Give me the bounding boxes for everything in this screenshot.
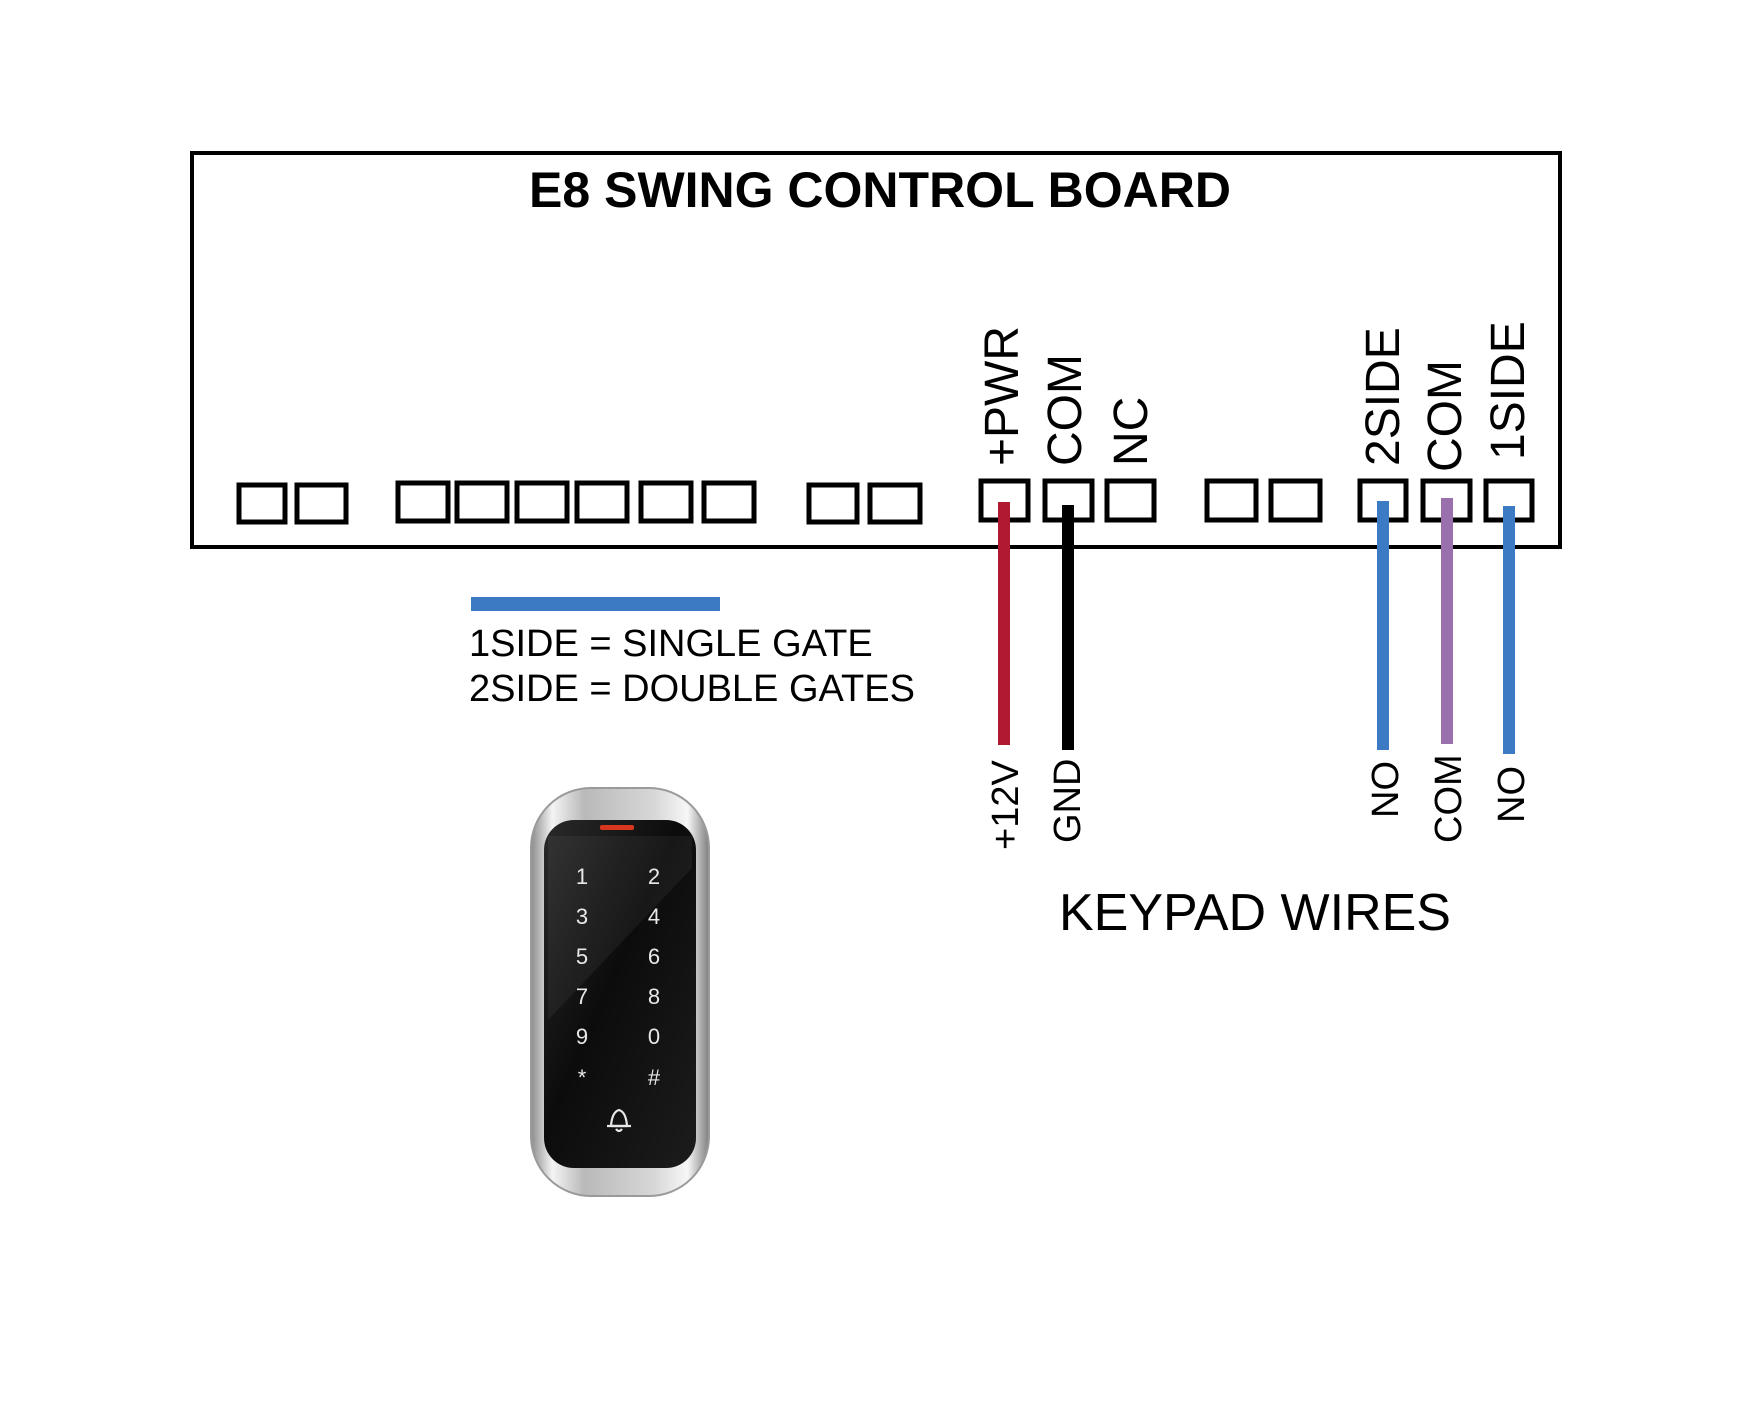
keypad-face: [544, 820, 696, 1168]
key-4: 4: [648, 904, 660, 929]
wire-label-12v: +12V: [985, 760, 1027, 850]
key-1: 1: [576, 864, 588, 889]
key-5: 5: [576, 944, 588, 969]
key-3: 3: [576, 904, 588, 929]
terminal-label-com: COM: [1039, 354, 1092, 466]
terminal: [638, 480, 694, 524]
key-hash: #: [648, 1065, 661, 1090]
terminal-block-1: [236, 482, 349, 525]
wire-label-gnd: GND: [1047, 759, 1089, 843]
terminal: [701, 480, 757, 524]
terminal: [1268, 478, 1323, 523]
keypad-wires: +12V GND NO COM NO: [985, 498, 1533, 850]
bell-icon: [607, 1108, 631, 1133]
wire-label-no-2side: NO: [1365, 761, 1407, 818]
key-star: *: [578, 1065, 587, 1090]
legend-line-2: 2SIDE = DOUBLE GATES: [469, 668, 915, 710]
key-7: 7: [576, 984, 588, 1009]
key-2: 2: [648, 864, 660, 889]
terminal-label-pwr: +PWR: [976, 326, 1029, 466]
legend-line-1: 1SIDE = SINGLE GATE: [469, 623, 873, 665]
key-6: 6: [648, 944, 660, 969]
terminal: [867, 482, 923, 525]
control-board: E8 SWING CONTROL BOARD: [190, 151, 1562, 549]
keypad-face-sheen: [548, 836, 692, 1020]
terminal-nc: [1104, 478, 1157, 523]
keypad-indicator-led: [600, 825, 634, 830]
terminal: [1204, 478, 1259, 523]
key-0: 0: [648, 1024, 660, 1049]
terminal-block-2: [395, 480, 757, 524]
terminal-label-nc: NC: [1105, 397, 1158, 466]
terminal-block-4: [1204, 478, 1323, 523]
keypad-device: 1 2 3 4 5 6 7 8 9 0 * #: [530, 787, 710, 1197]
wire-label-no-1side: NO: [1491, 766, 1533, 823]
board-title: E8 SWING CONTROL BOARD: [529, 162, 1231, 218]
wire-label-com-gate: COM: [1428, 754, 1470, 843]
terminal: [806, 482, 860, 525]
terminal-label-com-gate: COM: [1419, 360, 1472, 472]
legend: 1SIDE = SINGLE GATE 2SIDE = DOUBLE GATES: [469, 597, 915, 710]
terminal: [395, 480, 451, 524]
terminal: [236, 482, 288, 525]
key-8: 8: [648, 984, 660, 1009]
key-9: 9: [576, 1024, 588, 1049]
terminal-block-3: [806, 482, 923, 525]
terminal: [454, 480, 510, 524]
terminal: [514, 480, 570, 524]
keypad-wires-label: KEYPAD WIRES: [1059, 884, 1451, 942]
terminal: [574, 480, 630, 524]
terminal: [294, 482, 349, 525]
terminal-label-2side: 2SIDE: [1357, 327, 1410, 466]
terminal-label-1side: 1SIDE: [1482, 321, 1535, 460]
